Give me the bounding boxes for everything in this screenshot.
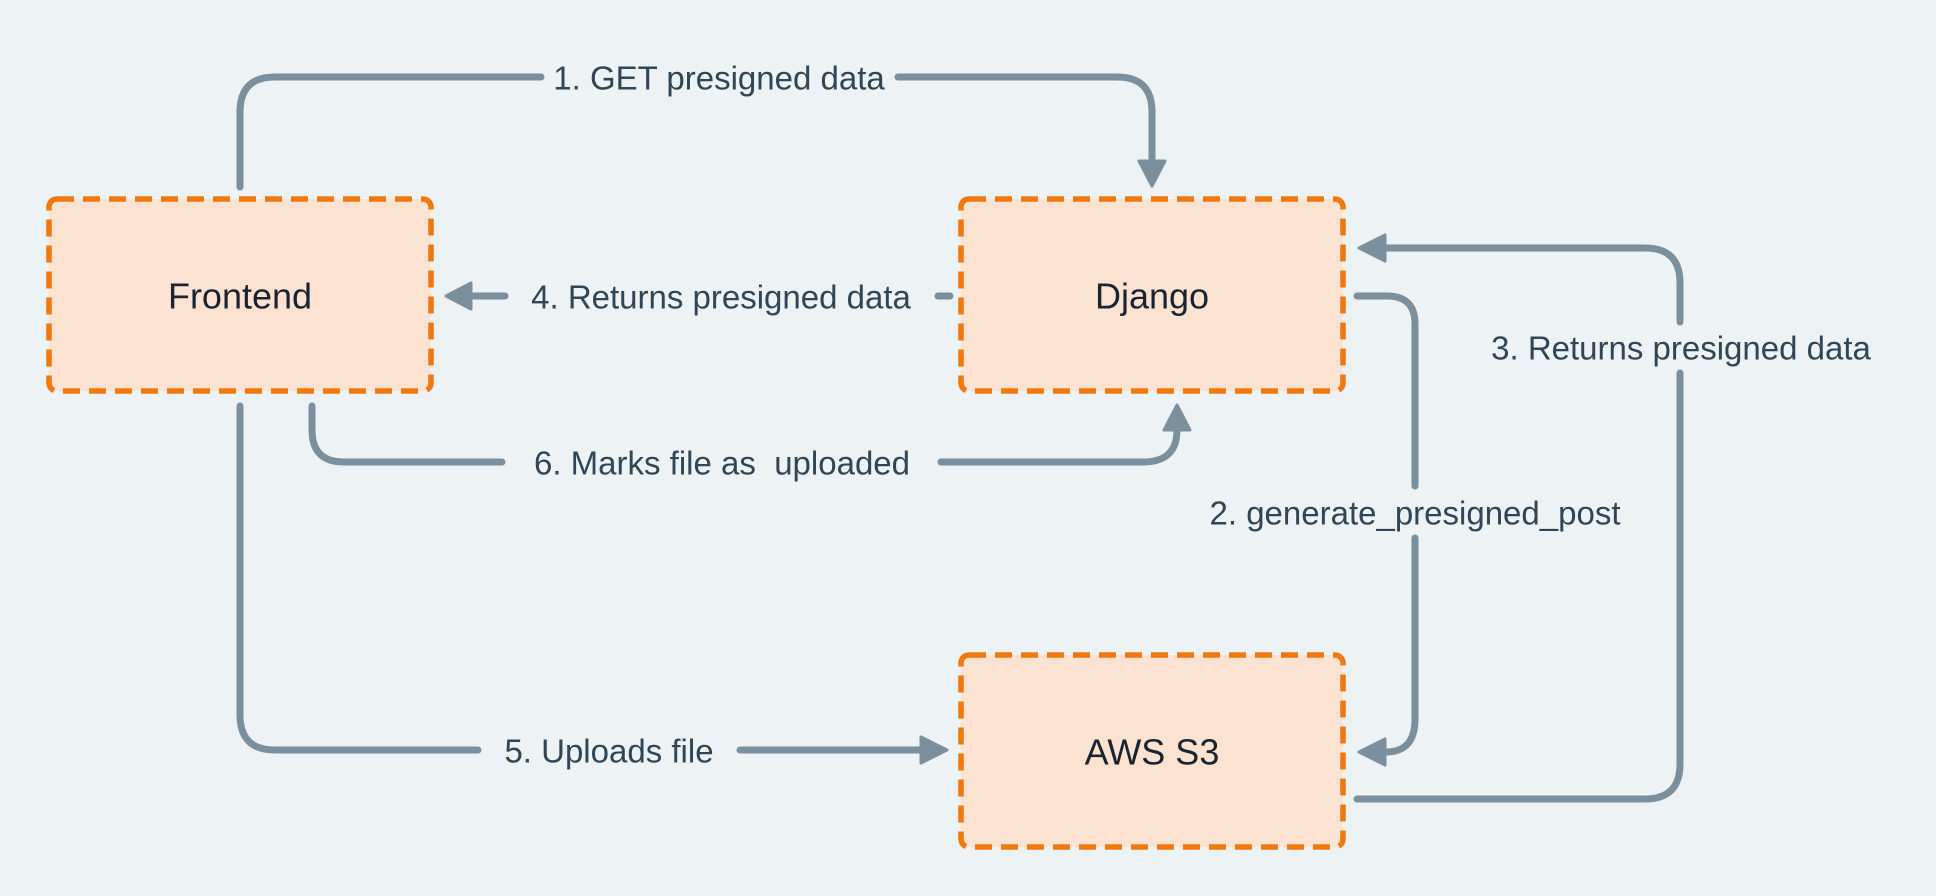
edge-3-path-b	[1381, 244, 1684, 326]
node-aws-s3: AWS S3	[958, 652, 1346, 850]
edge-3-arrowhead	[1357, 233, 1387, 263]
node-aws-s3-label: AWS S3	[1085, 732, 1220, 773]
node-frontend-label: Frontend	[168, 276, 312, 317]
edge-2-path-b	[1382, 534, 1419, 756]
node-aws-s3-box	[958, 652, 1346, 850]
edge-2	[1353, 292, 1419, 767]
edge-1-path-b	[894, 73, 1156, 165]
edge-6	[308, 402, 1192, 466]
edge-6-arrowhead	[1162, 403, 1192, 432]
edge-5-arrowhead	[919, 735, 949, 765]
edge-1-arrowhead	[1137, 159, 1167, 188]
node-django-box	[958, 196, 1346, 394]
edge-6-path-b	[937, 426, 1181, 466]
edge-1-path-a	[236, 73, 545, 191]
edge-2-arrowhead	[1357, 737, 1387, 767]
node-frontend-box	[46, 196, 434, 394]
edge-4	[444, 281, 954, 311]
edge-1	[236, 73, 1167, 191]
node-django: Django	[958, 196, 1346, 394]
edge-3-path-a	[1353, 369, 1684, 803]
edge-6-path-a	[308, 402, 506, 466]
edge-5-label: 5. Uploads file	[504, 733, 713, 770]
edge-2-path-a	[1353, 292, 1419, 490]
node-frontend: Frontend	[46, 196, 434, 394]
edge-5-path-a	[236, 402, 482, 754]
edge-5	[236, 402, 949, 765]
edge-3	[1353, 233, 1684, 803]
edge-2-label: 2. generate_presigned_post	[1210, 495, 1621, 532]
node-django-label: Django	[1095, 276, 1209, 317]
edge-6-label: 6. Marks file as uploaded	[534, 445, 910, 482]
edge-1-label: 1. GET presigned data	[553, 60, 885, 97]
edge-3-label: 3. Returns presigned data	[1491, 330, 1871, 367]
edge-4-arrowhead	[444, 281, 473, 311]
edge-4-label: 4. Returns presigned data	[531, 279, 911, 316]
